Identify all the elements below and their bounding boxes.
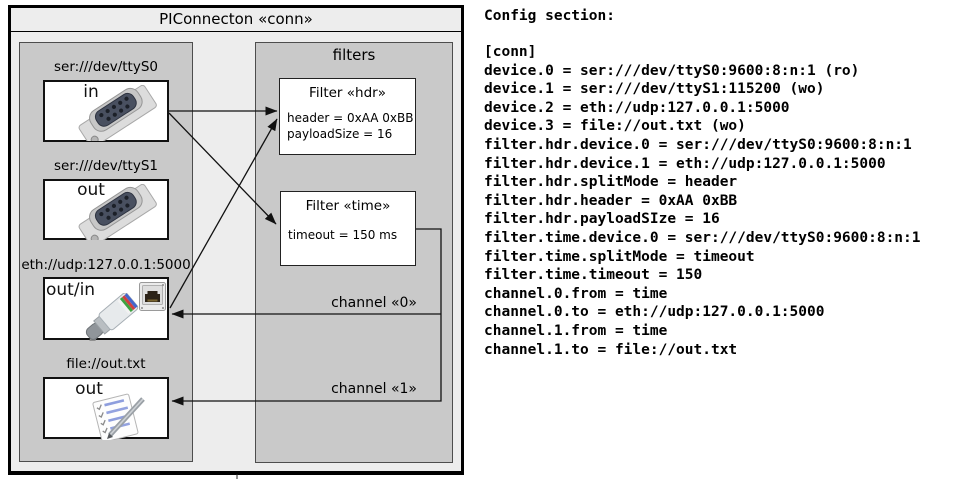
filter-title: Filter «time»	[305, 198, 391, 214]
config-heading: Config section:	[484, 8, 615, 24]
diagram-title: PIConnecton «conn»	[8, 5, 464, 32]
config-section: Config section: [conn] device.0 = ser://…	[484, 0, 962, 484]
filter-time-box: Filter «time» timeout = 150 ms	[280, 191, 416, 266]
device-uri-label: eth://udp:127.0.0.1:5000	[21, 257, 191, 273]
filter-attribute: header = 0xAA 0xBB	[287, 111, 414, 125]
config-body: [conn] device.0 = ser:///dev/ttyS0:9600:…	[484, 44, 921, 358]
filter-title: Filter «hdr»	[309, 85, 386, 101]
filter-hdr-box: Filter «hdr» header = 0xAA 0xBB payloadS…	[279, 78, 416, 155]
device-uri-label: ser:///dev/ttyS1	[54, 158, 158, 174]
channel-1-label: channel «1»	[331, 381, 417, 397]
device-direction-label: out/in	[46, 280, 96, 300]
filter-attribute: timeout = 150 ms	[288, 228, 398, 242]
filter-attribute: payloadSize = 16	[287, 127, 393, 141]
channel-0-label: channel «0»	[331, 295, 417, 311]
device-direction-label: in	[83, 82, 99, 102]
device-uri-label: ser:///dev/ttyS0	[54, 59, 158, 75]
filters-panel-title: filters	[332, 46, 376, 64]
device-direction-label: out	[75, 379, 103, 399]
device-uri-label: file://out.txt	[66, 356, 146, 372]
device-direction-label: out	[77, 180, 105, 200]
